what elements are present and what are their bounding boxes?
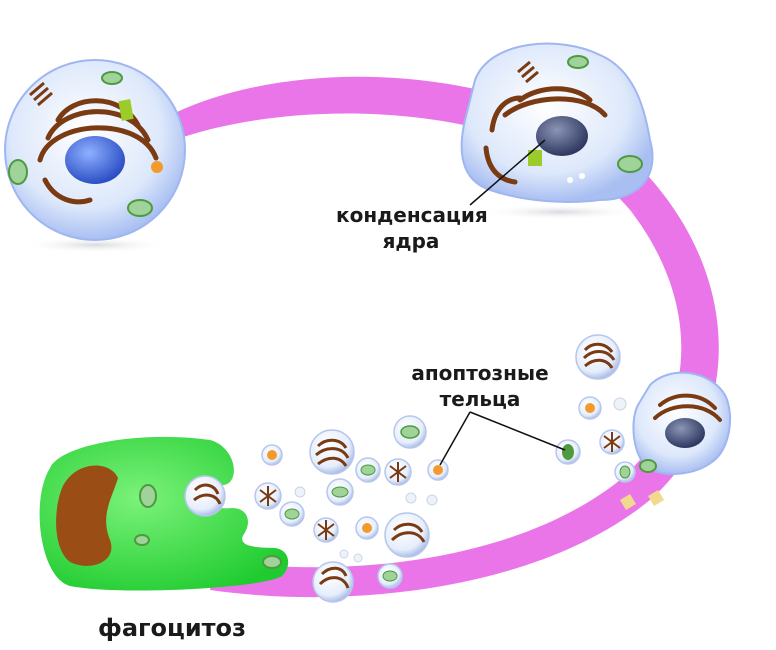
leader-line xyxy=(469,139,546,206)
apoptotic-body xyxy=(613,397,627,411)
mitochondrion-icon xyxy=(8,159,28,185)
apoptotic-body xyxy=(405,492,417,504)
apoptotic-bodies-label-line2: тельца xyxy=(439,387,521,411)
apoptotic-body xyxy=(355,457,381,483)
leader-line xyxy=(439,411,471,466)
apoptotic-body xyxy=(393,415,427,449)
apoptotic-body xyxy=(312,561,354,603)
apoptotic-body xyxy=(575,334,621,380)
condensed-nucleus-icon xyxy=(536,116,588,156)
apoptotic-body xyxy=(426,494,438,506)
lifecycle-arc xyxy=(130,76,719,598)
leader-line xyxy=(469,411,566,451)
apoptotic-body xyxy=(377,563,403,589)
condensation-label-line2: ядра xyxy=(382,229,440,253)
mitochondrion-icon xyxy=(139,484,157,508)
apoptotic-body xyxy=(427,459,449,481)
apoptotic-bodies-label-line1: апоптозные xyxy=(411,361,549,385)
condensation-label-line1: конденсация xyxy=(336,203,488,227)
golgi-icon xyxy=(528,150,542,166)
mitochondrion-icon xyxy=(567,55,589,69)
apoptotic-body xyxy=(384,458,412,486)
apoptotic-body xyxy=(614,461,636,483)
apoptotic-body xyxy=(339,549,349,559)
apoptotic-body xyxy=(578,396,602,420)
apoptotic-body xyxy=(309,429,355,475)
apoptotic-body xyxy=(384,512,430,558)
apoptotic-body xyxy=(620,494,636,510)
apoptotic-body xyxy=(353,553,363,563)
apoptotic-body xyxy=(355,516,379,540)
condensation-label: конденсация ядра xyxy=(336,202,488,254)
endoplasmic-reticulum-icon xyxy=(653,393,722,422)
mitochondrion-icon xyxy=(639,459,657,473)
nucleus-icon xyxy=(65,136,125,184)
apoptotic-bodies xyxy=(254,334,664,603)
endoplasmic-reticulum-icon xyxy=(483,86,608,185)
phagocyte xyxy=(39,436,289,591)
apoptotic-body xyxy=(648,490,664,506)
apoptotic-body xyxy=(254,482,282,510)
apoptotic-body xyxy=(555,439,581,465)
apoptotic-bodies-label: апоптозные тельца xyxy=(405,360,555,412)
mitochondrion-icon xyxy=(134,534,150,546)
phagocyte-nucleus-icon xyxy=(56,465,118,566)
apoptotic-body xyxy=(279,501,305,527)
mitochondrion-icon xyxy=(127,199,153,217)
centriole-icon xyxy=(517,60,539,84)
engulfed-body xyxy=(184,475,226,517)
mitochondrion-icon xyxy=(617,155,643,173)
apoptotic-body xyxy=(313,517,339,543)
condensed-nucleus-icon xyxy=(665,418,705,448)
apoptotic-body xyxy=(599,429,625,455)
apoptotic-body xyxy=(326,478,354,506)
apoptotic-body xyxy=(261,444,283,466)
mitochondrion-icon xyxy=(262,555,282,569)
apoptotic-body xyxy=(294,486,306,498)
fragmenting-cell xyxy=(632,371,732,475)
shrinking-cell xyxy=(460,42,654,220)
normal-cell xyxy=(4,59,186,253)
golgi-icon xyxy=(118,99,134,121)
phagocytosis-label: фагоцитоз xyxy=(98,614,246,642)
mitochondrion-icon xyxy=(101,71,123,85)
centriole-icon xyxy=(29,81,53,107)
vesicle-icon xyxy=(151,161,163,173)
